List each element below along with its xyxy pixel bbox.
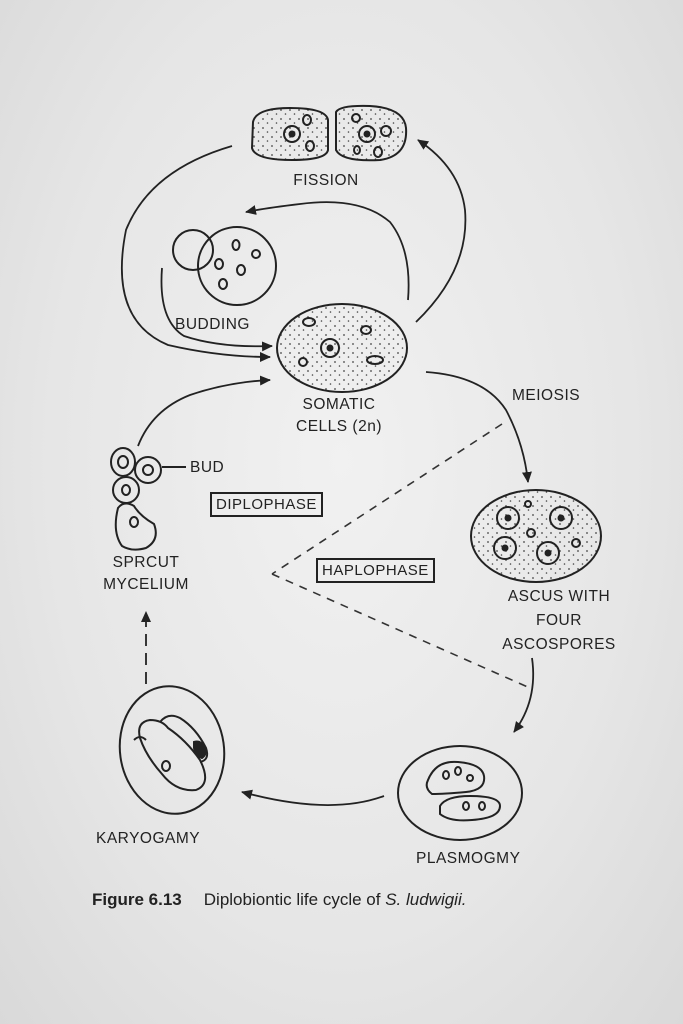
cycle-arrows [120, 139, 535, 806]
fission-cell-right [335, 104, 408, 162]
caption-text: Diplobiontic life cycle of [203, 890, 381, 909]
somatic-label-line2: CELLS (2n) [296, 418, 382, 435]
somatic-cell [276, 303, 408, 393]
plasmogamy-label: PLASMOGMY [416, 850, 521, 867]
diplophase-label: DIPLOPHASE [210, 492, 323, 517]
budding-cell [172, 226, 277, 306]
fission-cell-left [250, 106, 329, 162]
arrow-sprout-to-somatic [137, 375, 271, 447]
ascus-label-line1: ASCUS WITH [507, 588, 611, 605]
plasmogamy-cell [397, 745, 523, 841]
ascus-label-line3: ASCOSPORES [502, 636, 616, 653]
ascus-label-line2: FOUR [536, 612, 582, 629]
meiosis-label: MEIOSIS [512, 387, 581, 404]
arrow-fission-to-somatic [120, 145, 271, 362]
fission-label: FISSION [293, 172, 359, 189]
figure-caption: Figure 6.13 Diplobiontic life cycle of S.… [92, 890, 466, 910]
budding-label: BUDDING [175, 316, 250, 333]
arrow-somatic-to-budding [245, 201, 410, 301]
bud-label: BUD [190, 459, 225, 476]
arrow-plasmogamy-to-karyogamy [241, 789, 385, 806]
karyogamy-label: KARYOGAMY [96, 830, 201, 847]
caption-species: S. ludwigii. [385, 890, 467, 909]
arrow-somatic-to-fission [415, 139, 467, 323]
karyogamy-cell [118, 685, 226, 815]
sprout-mycelium-cells [110, 447, 186, 551]
phase-divider [271, 423, 531, 689]
figure-number: Figure 6.13 [92, 890, 182, 909]
arrow-ascus-to-plasmogamy [513, 657, 535, 733]
haplophase-label: HAPLOPHASE [316, 558, 435, 583]
sprout-label-line2: MYCELIUM [103, 576, 189, 593]
arrow-meiosis [425, 371, 532, 483]
sprout-label-line1: SPRCUT [112, 554, 180, 571]
ascus-cell [470, 489, 602, 583]
somatic-label-line1: SOMATIC [302, 396, 376, 413]
arrow-budding-to-somatic [160, 267, 273, 352]
